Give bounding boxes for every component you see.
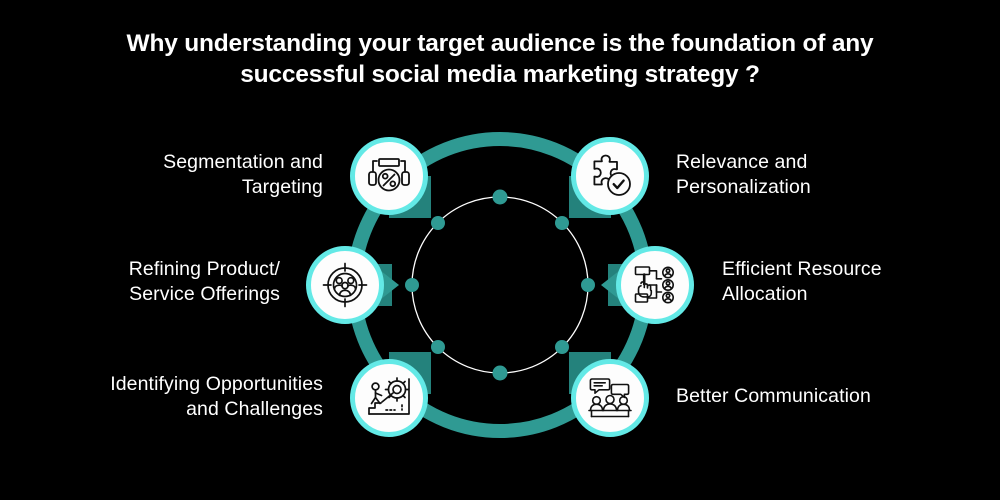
megaphone-percent-icon [366, 155, 412, 197]
puzzle-check-icon [587, 154, 633, 198]
inner-dot-left [405, 278, 419, 292]
node-refining-product-service[interactable] [306, 246, 384, 324]
inner-dot-bottom [492, 365, 508, 381]
label-refining-product-service: Refining Product/ Service Offerings [128, 258, 280, 305]
label-efficient-resource-allocation: Efficient Resource Allocation [722, 258, 882, 305]
inner-dot-top-left [431, 216, 445, 230]
inner-dot-bottom-right [555, 340, 569, 354]
node-better-communication[interactable] [571, 359, 649, 437]
node-relevance-personalization[interactable] [571, 137, 649, 215]
inner-dot-right [581, 278, 595, 292]
label-better-communication: Better Communication [676, 385, 871, 407]
target-audience-icon [322, 262, 368, 308]
node-identifying-opportunities[interactable] [350, 359, 428, 437]
page-title-line-1: Why understanding your target audience i… [126, 30, 874, 57]
node-efficient-resource-allocation[interactable] [616, 246, 694, 324]
label-relevance-personalization: Relevance and Personalization [676, 151, 811, 198]
org-chart-hand-icon [632, 263, 678, 307]
inner-dot-top-right [555, 216, 569, 230]
page-title-line-2: successful social media marketing strate… [240, 61, 760, 88]
page-title: Why understanding your target audience i… [0, 28, 1000, 90]
inner-circle-dot-group [405, 189, 595, 381]
node-segmentation-targeting[interactable] [350, 137, 428, 215]
inner-dot-top [492, 189, 508, 205]
label-identifying-opportunities: Identifying Opportunities and Challenges [110, 373, 323, 420]
inner-dot-bottom-left [431, 340, 445, 354]
label-segmentation-targeting: Segmentation and Targeting [163, 151, 323, 198]
person-stairs-gear-icon [366, 376, 412, 420]
team-chat-icon [586, 376, 634, 420]
